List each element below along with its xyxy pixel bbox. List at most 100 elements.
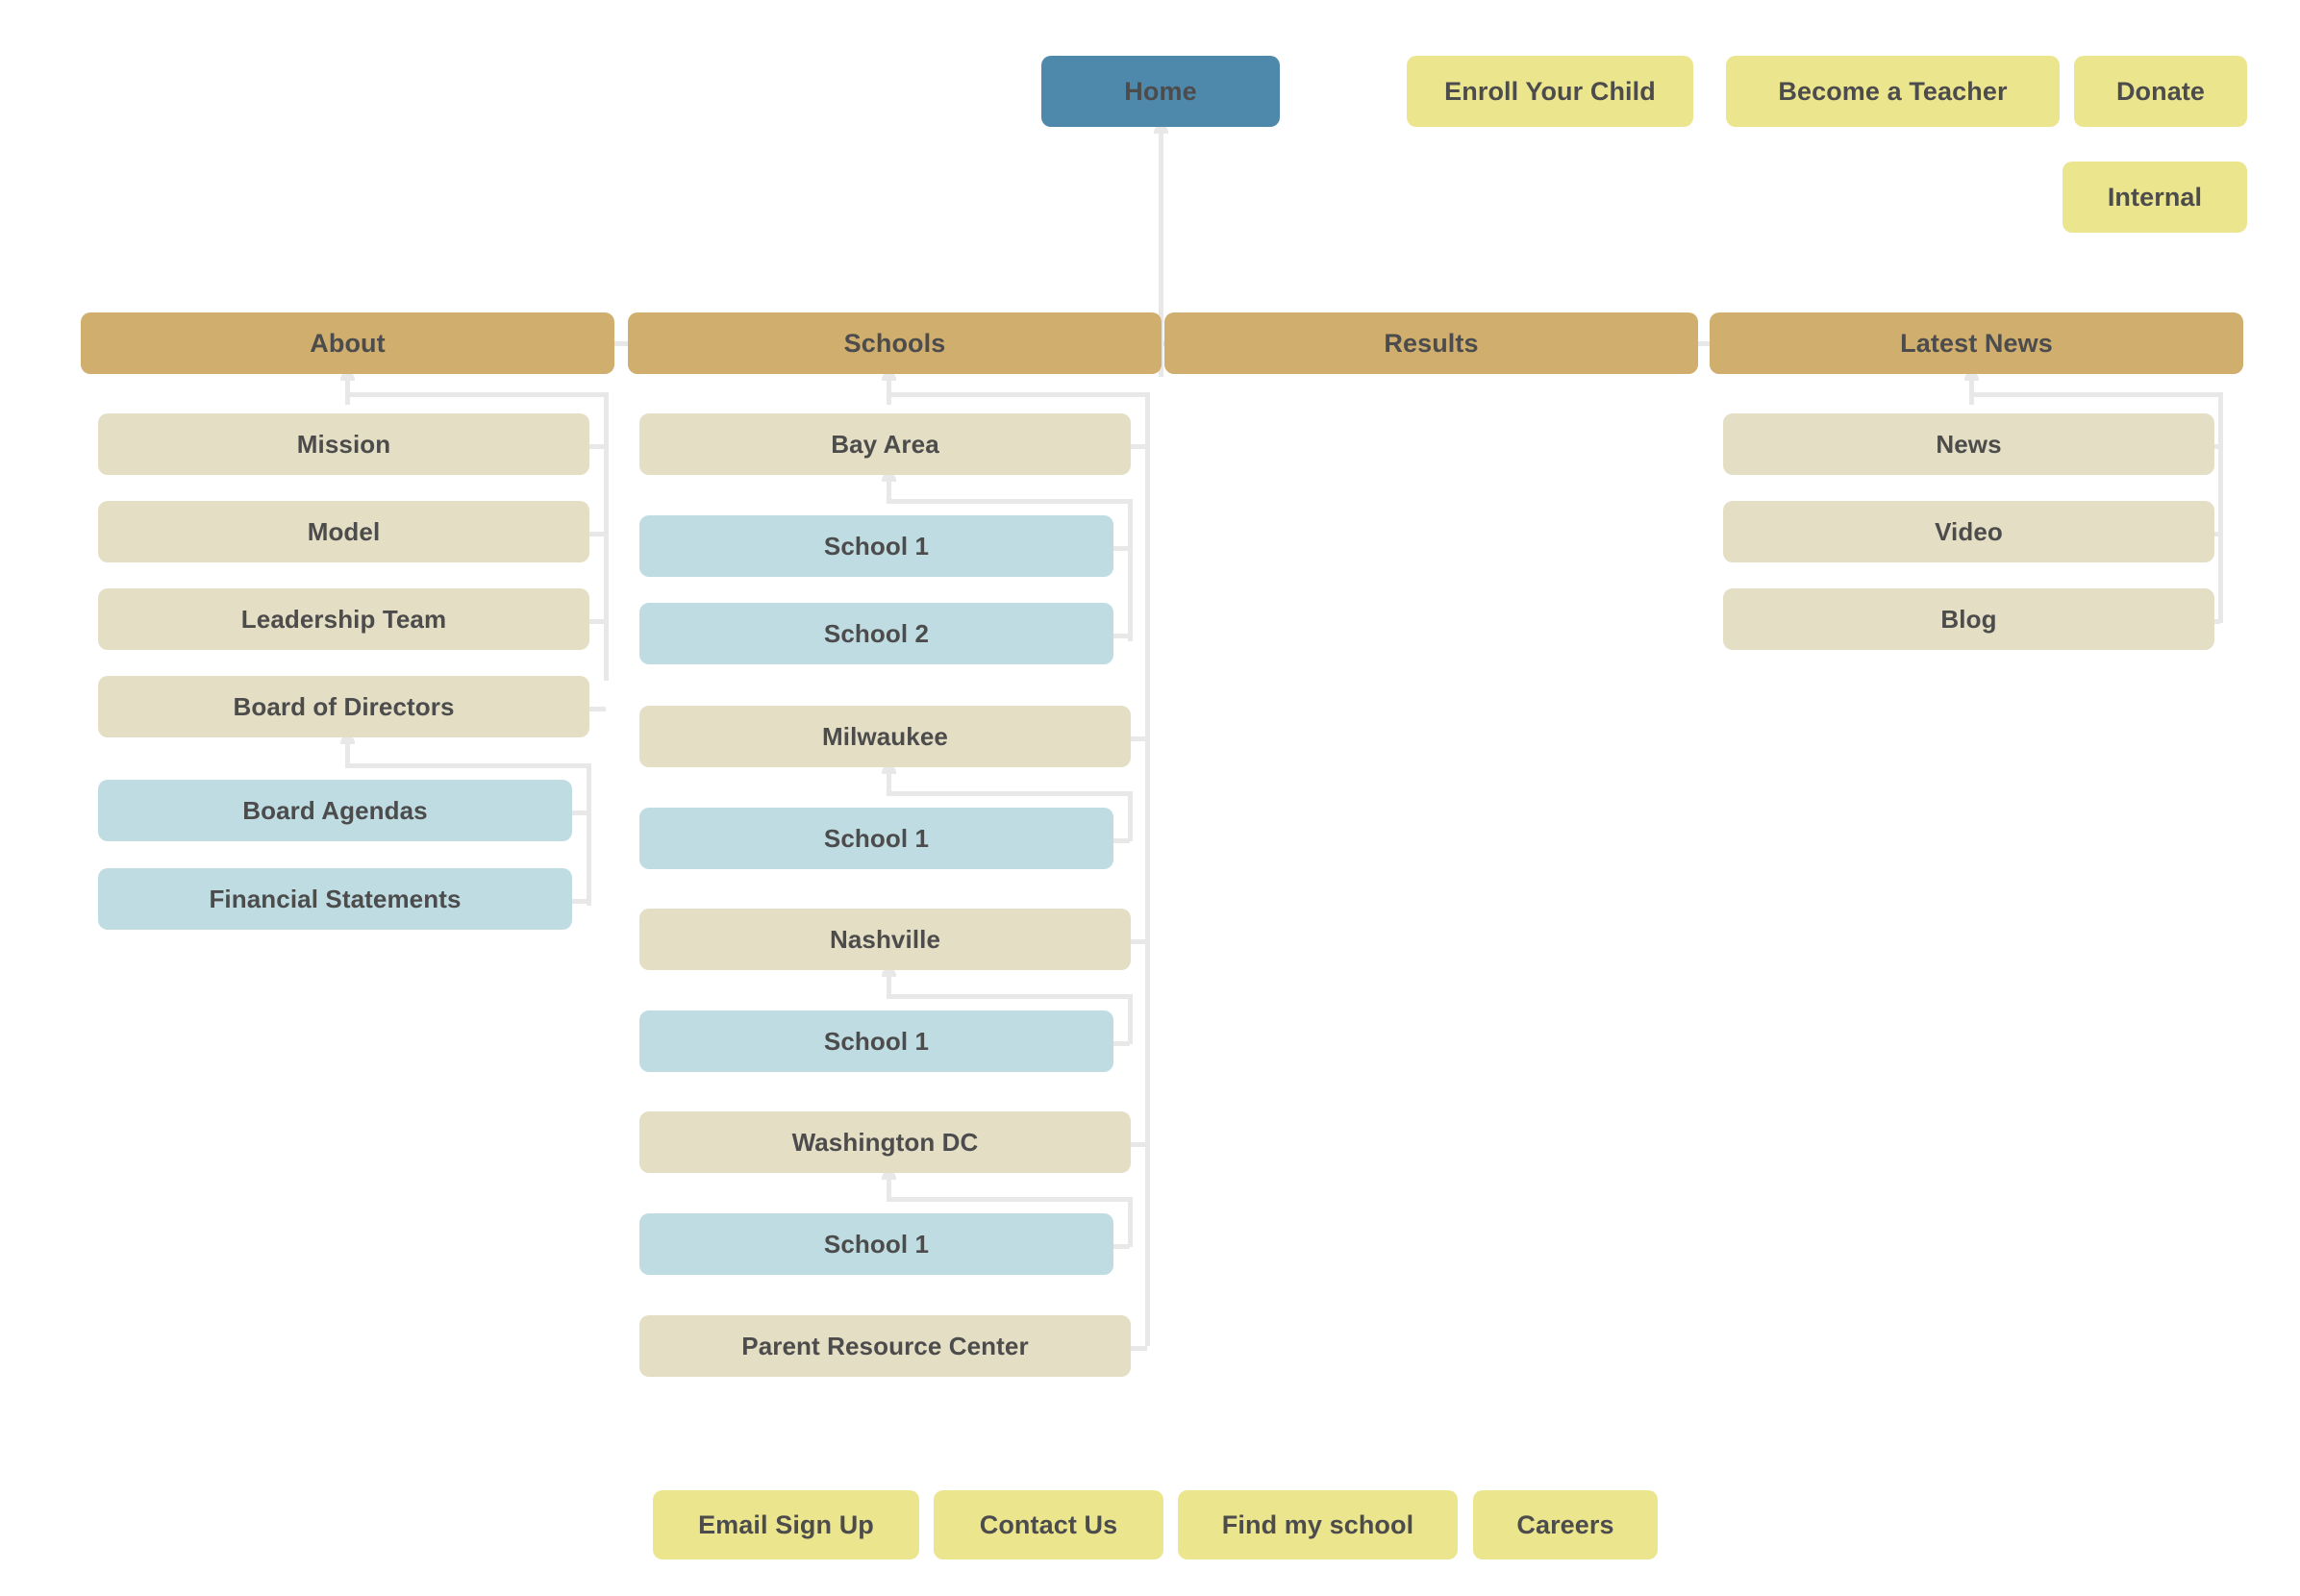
connector-milwaukee-spine bbox=[1128, 791, 1133, 841]
connector-bayarea-drop bbox=[887, 473, 891, 502]
connector-stub bbox=[589, 619, 606, 624]
connector-bayarea-elbow bbox=[887, 499, 1131, 504]
connector-bayarea-spine bbox=[1128, 499, 1133, 641]
connector-nub bbox=[1154, 125, 1168, 134]
footer-contact-us[interactable]: Contact Us bbox=[934, 1490, 1163, 1559]
connector-nub bbox=[882, 968, 896, 977]
connector-stub bbox=[1131, 444, 1147, 449]
subpage-blog[interactable]: Blog bbox=[1723, 588, 2214, 650]
connector-nashville-drop bbox=[887, 968, 891, 997]
connector-nub bbox=[340, 372, 355, 381]
leaf-bay-area-school-2[interactable]: School 2 bbox=[639, 603, 1113, 664]
node-label: Board of Directors bbox=[233, 691, 455, 721]
connector-stub bbox=[1113, 838, 1130, 843]
node-label: Mission bbox=[296, 429, 391, 459]
node-label: Internal bbox=[2107, 182, 2203, 212]
connector-latestnews-drop bbox=[1969, 372, 1974, 405]
node-label: Financial Statements bbox=[209, 884, 462, 913]
connector-washingtondc-spine bbox=[1128, 1197, 1133, 1247]
connector-nashville-elbow bbox=[887, 994, 1131, 999]
connector-about-drop bbox=[345, 372, 350, 405]
connector-latestnews-elbow bbox=[1969, 392, 2221, 397]
connector-stub bbox=[589, 707, 606, 711]
connector-stub bbox=[1113, 546, 1130, 551]
subpage-milwaukee[interactable]: Milwaukee bbox=[639, 706, 1131, 767]
node-label: Blog bbox=[1940, 604, 1997, 634]
connector-stub bbox=[1113, 1244, 1130, 1249]
node-label: News bbox=[1936, 429, 2002, 459]
node-label: Find my school bbox=[1221, 1509, 1414, 1539]
subpage-mission[interactable]: Mission bbox=[98, 413, 589, 475]
leaf-board-agendas[interactable]: Board Agendas bbox=[98, 780, 572, 841]
category-about[interactable]: About bbox=[81, 312, 614, 374]
node-label: Board Agendas bbox=[242, 795, 428, 825]
node-label: Leadership Team bbox=[240, 604, 447, 634]
footer-email-sign-up[interactable]: Email Sign Up bbox=[653, 1490, 919, 1559]
connector-home-trunk bbox=[1159, 125, 1163, 377]
subpage-board-of-directors[interactable]: Board of Directors bbox=[98, 676, 589, 737]
node-label: Latest News bbox=[1900, 328, 2053, 358]
node-label: Home bbox=[1124, 76, 1197, 106]
utility-become-a-teacher[interactable]: Become a Teacher bbox=[1726, 56, 2060, 127]
leaf-washington-dc-school-1[interactable]: School 1 bbox=[639, 1213, 1113, 1275]
subpage-nashville[interactable]: Nashville bbox=[639, 909, 1131, 970]
node-label: Model bbox=[307, 516, 381, 546]
connector-nub bbox=[340, 736, 355, 744]
node-label: Bay Area bbox=[831, 429, 939, 459]
connector-milwaukee-elbow bbox=[887, 791, 1131, 796]
node-label: Schools bbox=[843, 328, 946, 358]
connector-stub bbox=[1131, 1346, 1147, 1351]
connector-nub bbox=[882, 765, 896, 774]
footer-find-my-school[interactable]: Find my school bbox=[1178, 1490, 1458, 1559]
node-label: Become a Teacher bbox=[1778, 76, 2008, 106]
connector-nashville-spine bbox=[1128, 994, 1133, 1044]
leaf-bay-area-school-1[interactable]: School 1 bbox=[639, 515, 1113, 577]
node-label: Results bbox=[1384, 328, 1479, 358]
utility-enroll-your-child[interactable]: Enroll Your Child bbox=[1407, 56, 1693, 127]
leaf-nashville-school-1[interactable]: School 1 bbox=[639, 1010, 1113, 1072]
node-label: Enroll Your Child bbox=[1444, 76, 1656, 106]
subpage-video[interactable]: Video bbox=[1723, 501, 2214, 562]
category-schools[interactable]: Schools bbox=[628, 312, 1162, 374]
category-results[interactable]: Results bbox=[1164, 312, 1698, 374]
connector-bod-spine bbox=[587, 763, 591, 906]
subpage-news[interactable]: News bbox=[1723, 413, 2214, 475]
utility-internal[interactable]: Internal bbox=[2062, 162, 2247, 233]
node-label: Washington DC bbox=[791, 1127, 979, 1157]
category-latest-news[interactable]: Latest News bbox=[1710, 312, 2243, 374]
node-label: Nashville bbox=[829, 924, 941, 954]
connector-bod-elbow bbox=[345, 763, 589, 768]
connector-schools-drop bbox=[887, 372, 891, 405]
subpage-parent-resource-center[interactable]: Parent Resource Center bbox=[639, 1315, 1131, 1377]
connector-stub bbox=[1131, 1142, 1147, 1147]
connector-nub bbox=[882, 1171, 896, 1180]
node-label: Video bbox=[1935, 516, 2003, 546]
node-home[interactable]: Home bbox=[1041, 56, 1280, 127]
connector-bod-drop bbox=[345, 736, 350, 766]
footer-careers[interactable]: Careers bbox=[1473, 1490, 1658, 1559]
connector-stub bbox=[572, 810, 588, 815]
node-label: Careers bbox=[1516, 1509, 1614, 1539]
node-label: Contact Us bbox=[979, 1509, 1118, 1539]
node-label: School 2 bbox=[823, 618, 930, 648]
connector-latestnews-spine bbox=[2218, 392, 2223, 623]
subpage-washington-dc[interactable]: Washington DC bbox=[639, 1111, 1131, 1173]
connector-nub bbox=[882, 473, 896, 482]
connector-stub bbox=[1131, 939, 1147, 944]
subpage-leadership-team[interactable]: Leadership Team bbox=[98, 588, 589, 650]
node-label: Email Sign Up bbox=[698, 1509, 874, 1539]
subpage-bay-area[interactable]: Bay Area bbox=[639, 413, 1131, 475]
connector-nub bbox=[1964, 372, 1979, 381]
connector-washingtondc-drop bbox=[887, 1171, 891, 1200]
subpage-model[interactable]: Model bbox=[98, 501, 589, 562]
node-label: School 1 bbox=[823, 1229, 930, 1259]
node-label: Milwaukee bbox=[822, 721, 948, 751]
utility-donate[interactable]: Donate bbox=[2074, 56, 2247, 127]
node-label: Parent Resource Center bbox=[741, 1331, 1029, 1360]
node-label: About bbox=[310, 328, 386, 358]
leaf-financial-statements[interactable]: Financial Statements bbox=[98, 868, 572, 930]
connector-schools-elbow bbox=[887, 392, 1148, 397]
leaf-milwaukee-school-1[interactable]: School 1 bbox=[639, 808, 1113, 869]
connector-stub bbox=[1113, 634, 1130, 638]
